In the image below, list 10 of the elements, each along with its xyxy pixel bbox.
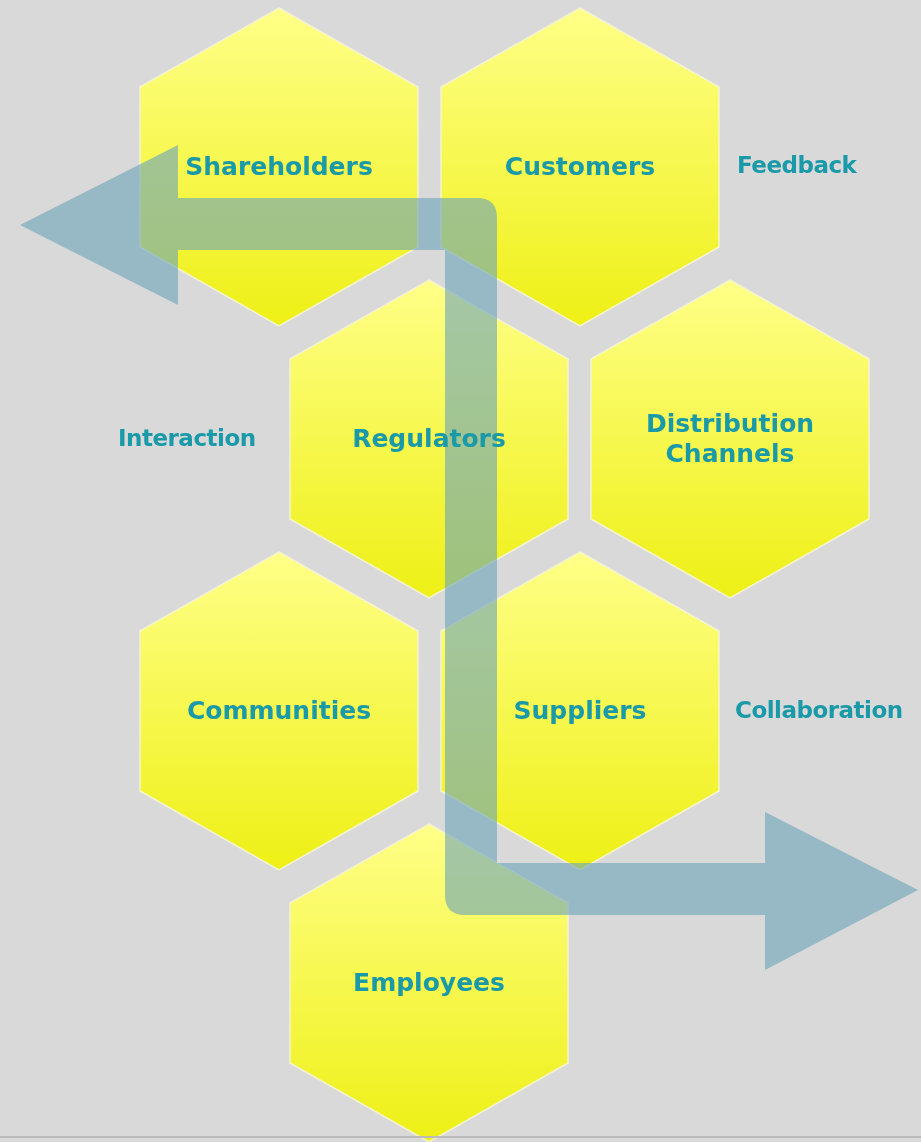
node-label: Communities (186, 696, 372, 726)
node-label: Regulators (352, 424, 506, 454)
node-label: Distribution Channels (644, 409, 816, 469)
annotation-label: Feedback (737, 151, 857, 180)
annotation-label: Collaboration (735, 696, 903, 725)
node-label: Employees (353, 968, 505, 998)
annotation-label: Interaction (118, 424, 256, 453)
node-label: Suppliers (513, 696, 647, 726)
node-label: Customers (504, 152, 656, 182)
node-label: Shareholders (185, 152, 373, 182)
